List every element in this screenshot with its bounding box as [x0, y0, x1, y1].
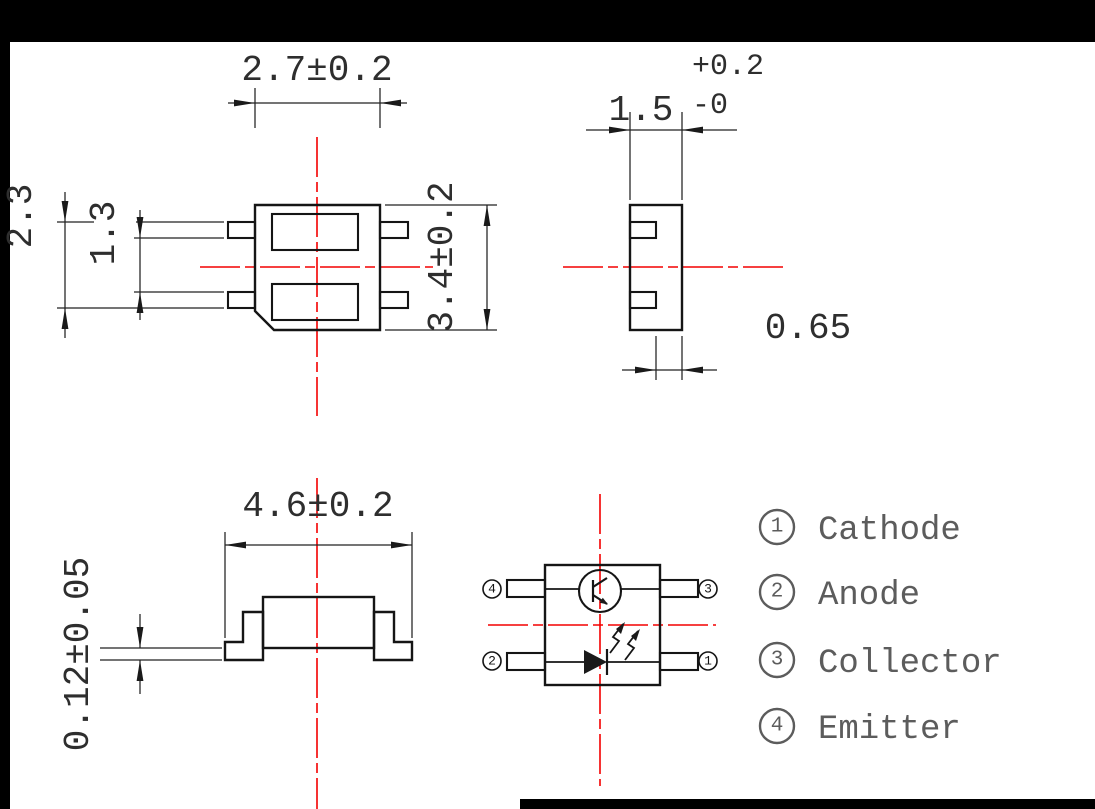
legend-item-cathode: 1 Cathode — [758, 508, 961, 550]
pin-number-label: 3 — [704, 582, 712, 597]
arrowhead — [631, 629, 640, 641]
legend-label: Cathode — [818, 512, 961, 550]
dim-body-height-label: 3.4±0.2 — [422, 181, 463, 332]
lead-left — [223, 610, 265, 662]
light-emission-arrows — [609, 622, 640, 661]
legend-item-collector: 3 Collector — [758, 641, 1002, 683]
arrowhead — [609, 126, 630, 134]
arrowhead — [61, 308, 69, 329]
dim-body-height: 3.4±0.2 — [385, 181, 497, 333]
arrowhead — [483, 309, 491, 330]
dim-pins-inner-label: 1.3 — [84, 201, 125, 266]
arrowhead — [136, 660, 144, 681]
dim-pins-inner-span: 1.3 — [84, 201, 224, 320]
arrowhead — [136, 292, 144, 313]
legend-label: Anode — [818, 577, 920, 615]
arrowhead — [136, 217, 144, 238]
arrowhead — [391, 541, 412, 549]
schematic-pin-number-1: 1 — [698, 651, 718, 671]
pin-number-label: 1 — [704, 654, 712, 669]
dim-body-width-label: 2.7±0.2 — [241, 50, 392, 91]
arrowhead — [136, 627, 144, 648]
side-pin-top — [628, 220, 658, 240]
led-symbol — [584, 649, 609, 675]
legend-num: 3 — [771, 649, 784, 672]
dim-lead-width-label: 0.65 — [765, 308, 851, 349]
dim-thickness-tol-plus: +0.2 — [692, 50, 764, 84]
side-view: 1.5 +0.2 -0 0.65 — [563, 50, 851, 380]
arrowhead — [225, 541, 246, 549]
legend-label: Emitter — [818, 711, 961, 749]
pin-legend: 1 Cathode 2 Anode 3 Collector 4 Emitter — [758, 508, 1002, 749]
internal-connections — [545, 588, 660, 663]
dim-body-width: 2.7±0.2 — [228, 50, 407, 128]
dim-thickness-label: 1.5 — [609, 90, 674, 131]
dim-thickness-tol-minus: -0 — [692, 89, 728, 123]
legend-num: 1 — [771, 516, 784, 539]
phototransistor-symbol — [577, 568, 623, 614]
arrowhead — [61, 201, 69, 222]
schematic-pin-number-4: 4 — [482, 579, 502, 599]
dim-standoff-label: 0.12±0.05 — [58, 557, 99, 751]
dim-thickness: 1.5 +0.2 -0 — [586, 50, 764, 200]
pin-number-label: 2 — [488, 654, 496, 669]
dim-lead-width: 0.65 — [622, 308, 851, 380]
front-view: 4.6±0.2 0.12±0.05 — [58, 478, 414, 809]
pin-number-label: 4 — [488, 582, 496, 597]
emitter-arrowhead — [599, 597, 608, 605]
arrowhead — [682, 366, 703, 374]
dim-overall-width: 4.6±0.2 — [224, 486, 413, 638]
pin-bottom-left — [226, 290, 257, 310]
legend-item-anode: 2 Anode — [758, 573, 920, 615]
schematic: 4 3 2 1 — [482, 494, 718, 786]
arrowhead — [234, 99, 255, 107]
legend-num: 2 — [771, 581, 784, 604]
dim-standoff: 0.12±0.05 — [58, 557, 222, 751]
schematic-pin-number-3: 3 — [698, 579, 718, 599]
schematic-body — [543, 563, 662, 687]
dim-overall-width-label: 4.6±0.2 — [242, 486, 393, 527]
side-pin-bottom — [628, 290, 658, 310]
arrowhead — [483, 205, 491, 226]
pin-top-left — [226, 220, 257, 240]
legend-label: Collector — [818, 645, 1002, 683]
legend-item-emitter: 4 Emitter — [758, 707, 961, 749]
bottom-border-strip — [520, 799, 1095, 809]
arrowhead — [616, 622, 625, 634]
pin-top-right — [378, 220, 410, 240]
arrowhead — [380, 99, 401, 107]
arrowhead — [635, 366, 656, 374]
drawing-sheet — [10, 42, 1095, 809]
window-bottom — [270, 282, 360, 322]
dim-pins-outer-label: 2.3 — [1, 184, 42, 249]
lead-right — [372, 610, 414, 662]
side-body-outline — [628, 203, 684, 332]
pin-bottom-right — [378, 290, 410, 310]
schematic-pin-number-2: 2 — [482, 651, 502, 671]
window-top — [270, 212, 360, 252]
top-view: 2.7±0.2 3.4±0.2 2.3 1.3 — [1, 50, 497, 416]
arrowhead — [682, 126, 703, 134]
dim-pins-outer-span: 2.3 — [1, 184, 224, 338]
legend-num: 4 — [771, 715, 784, 738]
